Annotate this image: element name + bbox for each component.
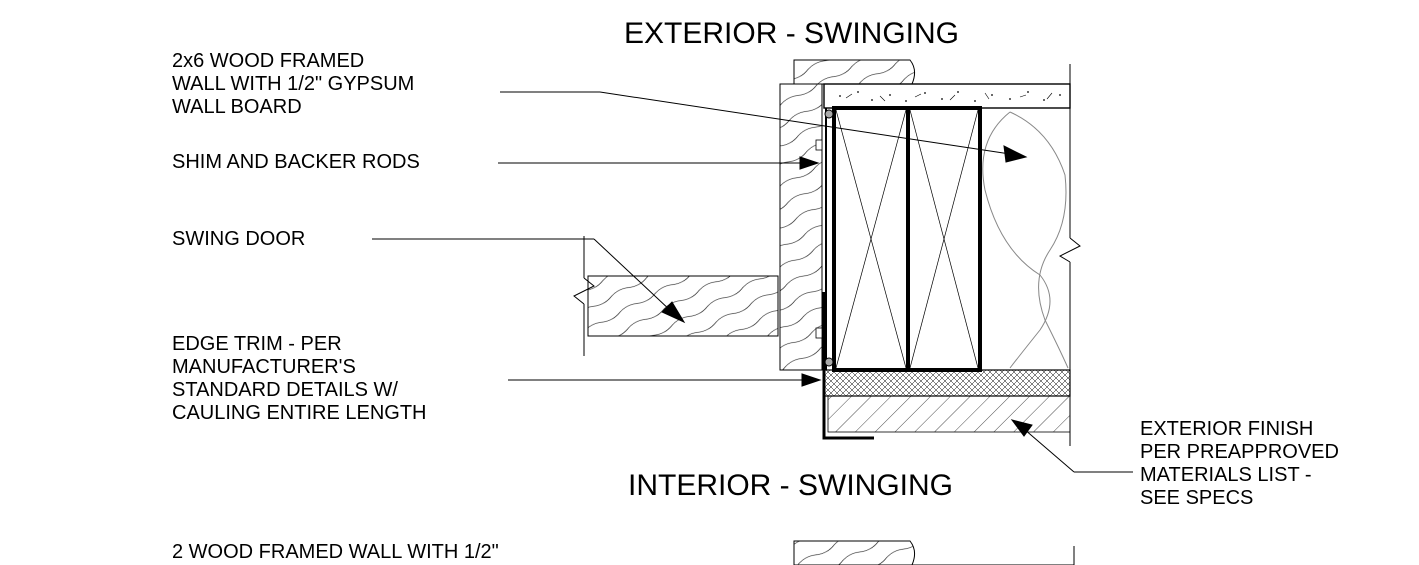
gypsum-board — [823, 83, 1071, 109]
interior-title: INTERIOR - SWINGING — [628, 469, 953, 502]
label-line: STANDARD DETAILS W/ — [172, 379, 398, 401]
label-shim: SHIM AND BACKER RODS — [172, 151, 420, 174]
lower-detail — [793, 540, 1075, 565]
label-line: CAULING ENTIRE LENGTH — [172, 402, 427, 424]
label-line: SWING DOOR — [172, 228, 306, 250]
stud-framing — [815, 106, 982, 372]
label-line: 2 WOOD FRAMED WALL WITH 1/2" — [172, 541, 499, 563]
door-jamb — [779, 83, 823, 371]
exterior-finish — [827, 395, 1071, 433]
label-wood-wall: 2x6 WOOD FRAMED WALL WITH 1/2" GYPSUM WA… — [172, 50, 414, 119]
label-line: MANUFACTURER'S — [172, 356, 356, 378]
label-line: WALL WITH 1/2" GYPSUM — [172, 73, 415, 95]
label-line: EXTERIOR FINISH — [1140, 418, 1314, 440]
swing-door-panel — [573, 236, 779, 356]
exterior-title: EXTERIOR - SWINGING — [624, 17, 960, 50]
label-line: SHIM AND BACKER RODS — [172, 151, 420, 173]
top-trim — [793, 59, 916, 85]
label-edge-trim: EDGE TRIM - PER MANUFACTURER'S STANDARD … — [172, 333, 426, 425]
label-bottom-wall: 2 WOOD FRAMED WALL WITH 1/2" — [172, 541, 499, 564]
sheathing — [823, 369, 1071, 397]
label-line: PER PREAPPROVED — [1140, 441, 1339, 463]
insulation — [982, 111, 1069, 369]
leader-lines — [372, 91, 1133, 473]
label-exterior-finish: EXTERIOR FINISH PER PREAPPROVED MATERIAL… — [1140, 418, 1339, 510]
label-line: MATERIALS LIST - — [1140, 464, 1312, 486]
label-line: 2x6 WOOD FRAMED — [172, 50, 365, 72]
label-line: WALL BOARD — [172, 96, 302, 118]
edge-trim — [822, 292, 874, 440]
label-line: SEE SPECS — [1140, 487, 1254, 509]
label-line: EDGE TRIM - PER — [172, 333, 342, 355]
label-swing-door: SWING DOOR — [172, 228, 305, 251]
